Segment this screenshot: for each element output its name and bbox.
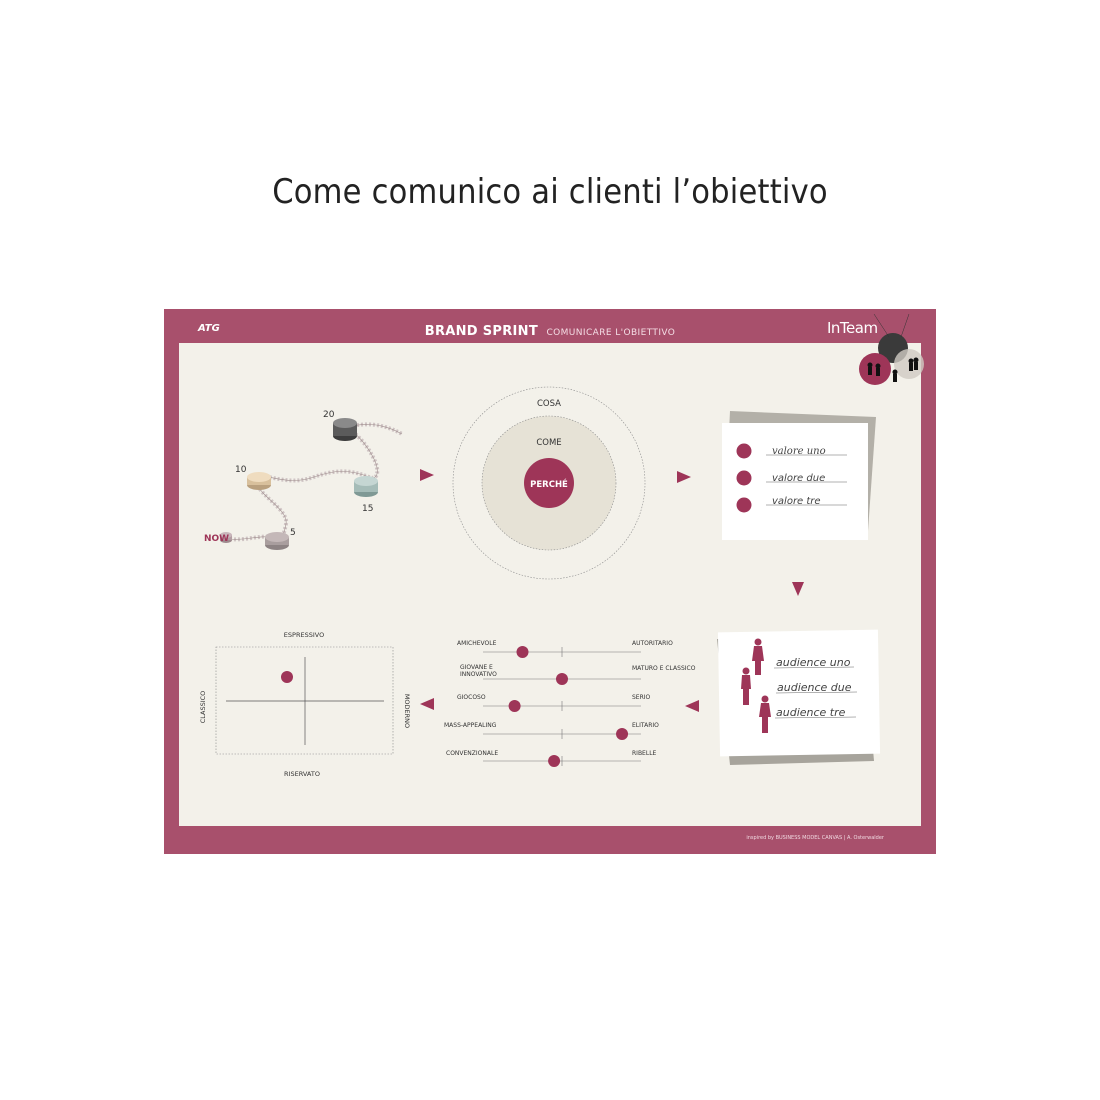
arrow-right-icon <box>677 471 691 483</box>
board-title-main: BRAND SPRINT <box>424 324 538 339</box>
slider-right-label: MATURO E CLASSICO <box>632 665 696 672</box>
perche-label: PERCHÉ <box>530 478 568 490</box>
slider-handle <box>556 673 568 685</box>
milestone-20-icon <box>333 418 357 441</box>
person-silhouette-icon <box>759 695 771 733</box>
audience-card <box>717 629 881 765</box>
board-title-sub: COMUNICARE L'OBIETTIVO <box>546 328 676 338</box>
value-item: valore due <box>772 473 825 484</box>
milestone-15-icon <box>354 476 378 497</box>
cosa-label: COSA <box>537 399 561 409</box>
milestone-5-icon <box>265 532 289 550</box>
value-item: valore uno <box>772 446 826 457</box>
inteam-logo: InTeam <box>827 319 878 337</box>
audience-item: audience due <box>777 681 852 694</box>
milestone-label: 10 <box>235 465 247 475</box>
matrix-position-dot <box>281 671 293 683</box>
brand-sprint-board: ATG BRAND SPRINT COMUNICARE L'OBIETTIVO … <box>164 309 936 854</box>
now-label: NOW <box>204 534 229 544</box>
person-silhouette-icon <box>741 667 751 705</box>
matrix-top-label: ESPRESSIVO <box>284 631 324 639</box>
golden-circle <box>452 386 646 580</box>
now-marker <box>220 532 232 543</box>
slider-handle <box>508 700 521 712</box>
footer-credit: inspired by BUSINESS MODEL CANVAS | A. O… <box>746 835 884 841</box>
slider-left-label: MASS-APPEALING <box>444 722 497 729</box>
slider-left-label: AMICHEVOLE <box>457 640 497 647</box>
milestone-label: 15 <box>362 504 373 514</box>
arrow-left-icon <box>420 698 434 710</box>
arrow-left-icon <box>685 700 699 712</box>
milestone-label: 20 <box>323 410 335 420</box>
slider-right-label: SERIO <box>632 694 651 701</box>
positioning-matrix <box>215 646 394 755</box>
slider-left-label: CONVENZIONALE <box>446 750 498 757</box>
person-silhouette-icon <box>752 638 764 675</box>
value-item: valore tre <box>772 496 821 507</box>
team-badge-icon <box>859 313 924 385</box>
milestone-label: 5 <box>290 528 296 538</box>
slider-right-label: AUTORITARIO <box>632 640 673 647</box>
slider-right-label: ELITARIO <box>632 722 659 729</box>
slider-handle <box>516 646 529 658</box>
board-drawing: NOW 5 10 15 20 COSA COME PERCHÉ <box>199 313 924 778</box>
slider-right-label: RIBELLE <box>632 750 657 757</box>
matrix-left-label: CLASSICO <box>199 691 207 724</box>
board-title: BRAND SPRINT COMUNICARE L'OBIETTIVO <box>164 322 936 340</box>
values-card <box>722 411 876 540</box>
come-label: COME <box>536 438 561 448</box>
arrow-down-icon <box>792 582 804 596</box>
matrix-right-label: MODERNO <box>403 694 411 728</box>
atg-logo: ATG <box>198 323 220 334</box>
matrix-bottom-label: RISERVATO <box>284 770 320 778</box>
page-title: Come comunico ai clienti l’obiettivo <box>272 172 828 212</box>
audience-item: audience tre <box>776 706 846 719</box>
slider-left-label: GIOCOSO <box>457 694 486 701</box>
arrow-right-icon <box>420 469 434 481</box>
audience-item: audience uno <box>776 656 851 669</box>
slider-handle <box>616 728 629 740</box>
milestone-10-icon <box>247 472 271 490</box>
slider-handle <box>548 755 561 767</box>
